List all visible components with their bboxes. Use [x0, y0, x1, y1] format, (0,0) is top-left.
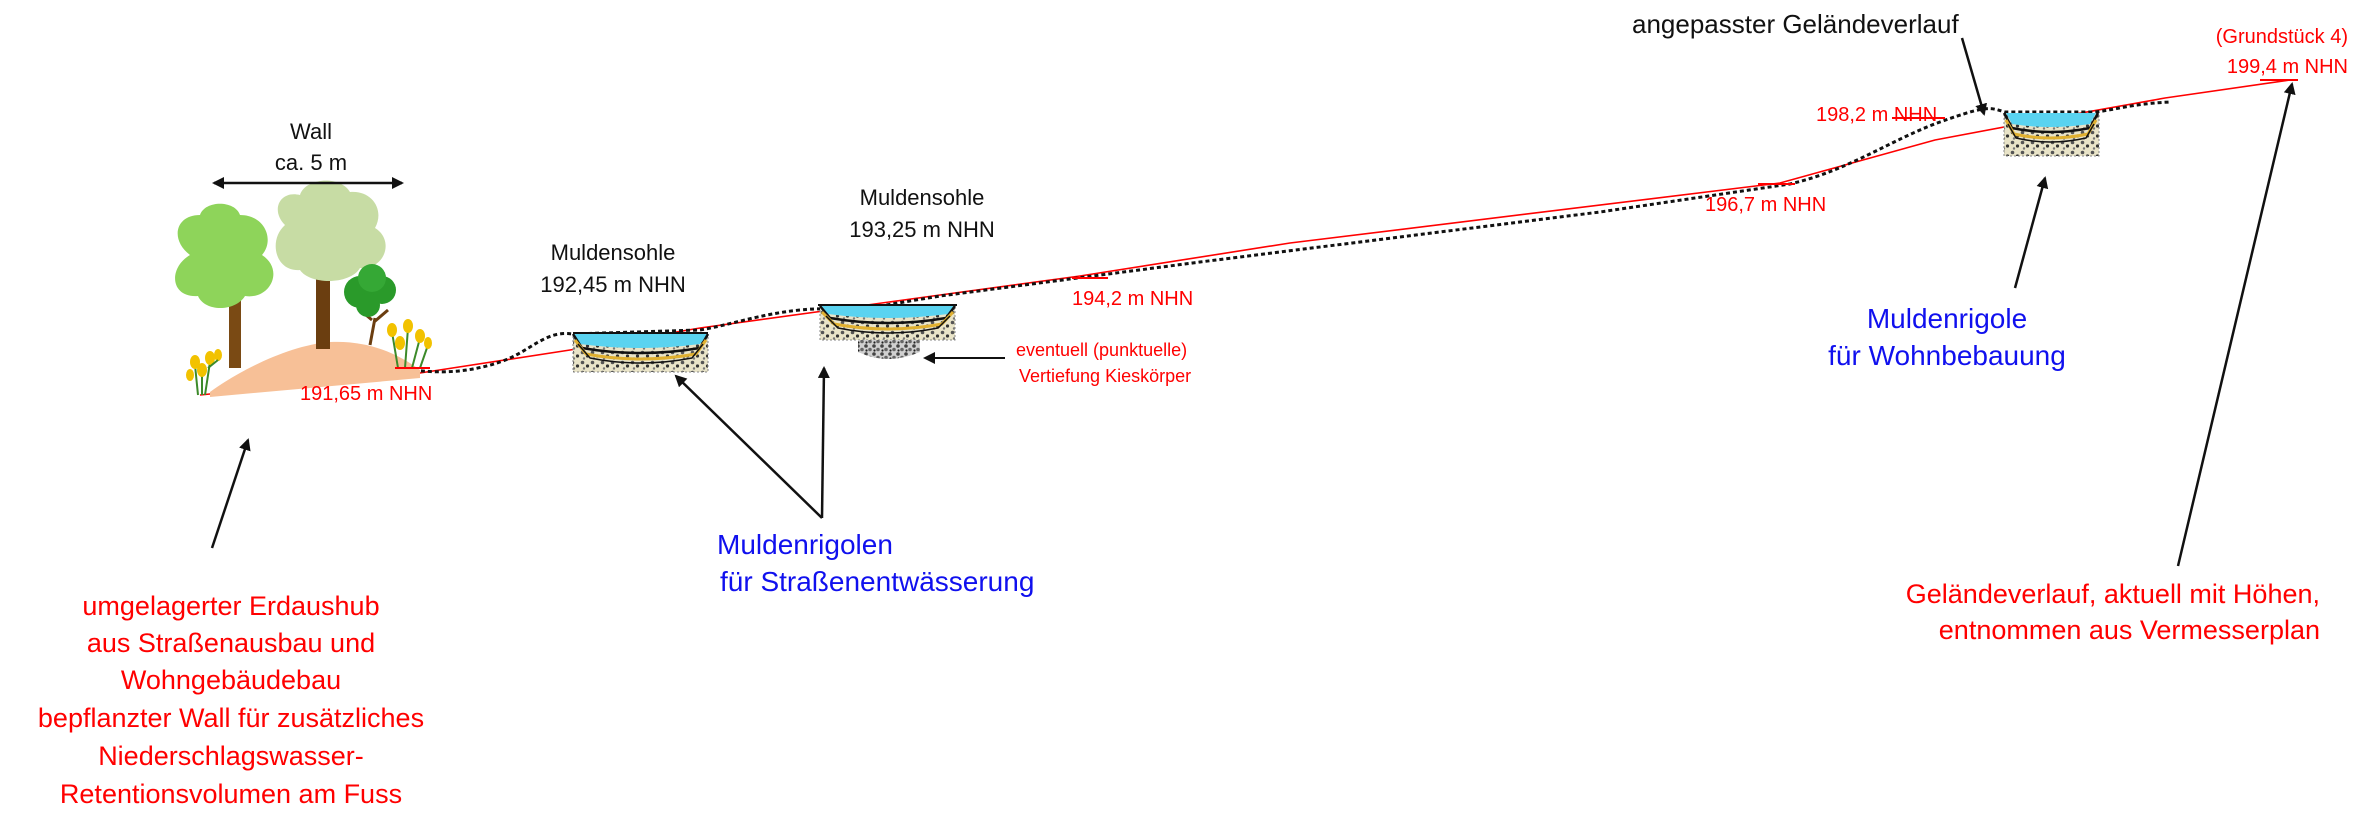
- erdaushub-line-2: aus Straßenausbau und: [87, 628, 375, 658]
- height-label-194: 194,2 m NHN: [1072, 288, 1193, 310]
- rigole-strasse-arrow-1: [674, 374, 823, 519]
- tree-icon: [175, 203, 274, 368]
- erdaushub-arrow: [210, 438, 251, 549]
- muldensohle-1-height: 192,45 m NHN: [540, 272, 686, 297]
- erdaushub-line-3: Wohngebäudebau: [121, 665, 341, 695]
- rigolen-strasse-line-1: Muldenrigolen: [717, 529, 893, 560]
- muldensohle-2-title: Muldensohle: [860, 185, 985, 210]
- wall-width-label: ca. 5 m: [275, 150, 347, 175]
- rigolen-strasse-line-2: für Straßenentwässerung: [720, 566, 1034, 597]
- gelaende-arrow: [2176, 82, 2296, 567]
- gelaende-line-1: Geländeverlauf, aktuell mit Höhen,: [1906, 579, 2320, 609]
- rigole-wohn-arrow: [2013, 176, 2049, 289]
- swale-cross-section-icon: [571, 332, 710, 373]
- vertiefung-line-2: Vertiefung Kieskörper: [1019, 366, 1191, 386]
- muldensohle-2-height: 193,25 m NHN: [849, 217, 995, 242]
- vertiefung-line-1: eventuell (punktuelle): [1016, 340, 1187, 360]
- flower-icon: [387, 319, 432, 369]
- muldensohle-1-title: Muldensohle: [551, 240, 676, 265]
- rigole-wohn-line-1: Muldenrigole: [1867, 303, 2027, 334]
- swale-cross-section-icon: [818, 304, 957, 359]
- erdaushub-line-1: umgelagerter Erdaushub: [82, 591, 379, 621]
- swale-cross-section-icon: [2002, 112, 2100, 157]
- grundstueck-label: (Grundstück 4): [2216, 26, 2348, 48]
- erdaushub-line-4: bepflanzter Wall für zusätzliches: [38, 703, 424, 733]
- gelaende-line-2: entnommen aus Vermesserplan: [1939, 615, 2320, 645]
- height-label-196: 196,7 m NHN: [1705, 194, 1826, 216]
- wall-mound: [210, 341, 420, 397]
- height-label-191: 191,65 m NHN: [300, 383, 432, 405]
- height-label-199: 199,4 m NHN: [2227, 56, 2348, 78]
- wall-title: Wall: [290, 119, 332, 144]
- angepasst-arrow: [1960, 37, 1987, 116]
- height-label-198: 198,2 m NHN: [1816, 104, 1937, 126]
- tree-icon: [344, 264, 396, 346]
- rigole-strasse-arrow-2: [817, 366, 830, 519]
- erdaushub-line-5: Niederschlagswasser-: [98, 741, 364, 771]
- erdaushub-line-6: Retentionsvolumen am Fuss: [60, 779, 402, 809]
- angepasst-label: angepasster Geländeverlauf: [1632, 9, 1959, 39]
- flower-icon: [186, 349, 222, 396]
- tree-icon: [275, 180, 386, 349]
- rigole-wohn-line-2: für Wohnbebauung: [1828, 340, 2066, 371]
